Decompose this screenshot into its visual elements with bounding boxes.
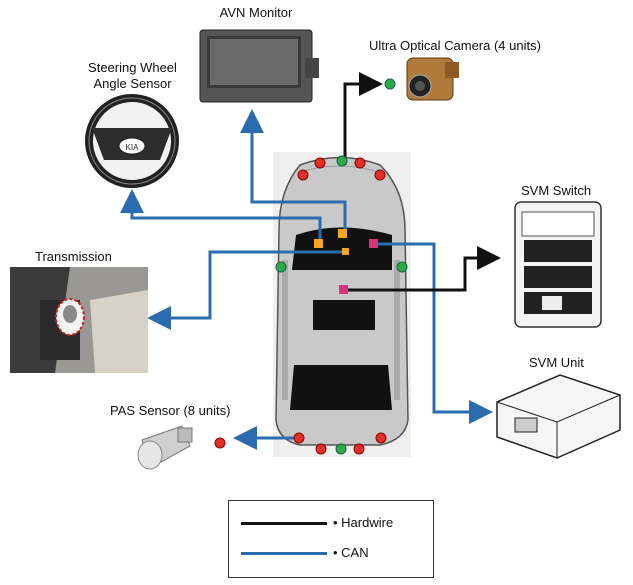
sensor-dot-red xyxy=(297,169,309,181)
legend-hardwire: • Hardwire xyxy=(229,513,433,533)
steering-sensor-label-line2: Angle Sensor xyxy=(93,76,172,91)
can-line-svm-unit xyxy=(374,242,493,424)
sensor-dot-red xyxy=(354,157,366,169)
car-top-view-icon xyxy=(275,156,409,446)
ecu-marker-orange xyxy=(338,229,347,238)
switch-panel-icon xyxy=(514,201,602,328)
svg-text:KIA: KIA xyxy=(126,143,140,152)
sensor-dot-green xyxy=(336,155,348,167)
can-line-avn xyxy=(240,109,347,234)
camera-icon xyxy=(406,57,459,101)
ecu-marker-orange xyxy=(342,248,349,255)
hardwire-line-camera xyxy=(343,72,383,165)
hardwire-connections xyxy=(343,72,501,292)
ecu-marker-magenta xyxy=(339,285,348,294)
sensor-dot-red xyxy=(293,432,305,444)
monitor-icon xyxy=(199,29,319,103)
legend-hardwire-text: • Hardwire xyxy=(333,515,394,530)
can-line-transmission xyxy=(147,250,347,330)
legend-can-swatch xyxy=(241,552,327,555)
sensor-dot-red xyxy=(353,443,365,455)
legend-hardwire-swatch xyxy=(241,522,327,525)
camera-dot-green xyxy=(384,78,396,90)
sensor-dot-red xyxy=(374,169,386,181)
sensor-dot-green xyxy=(396,261,408,273)
transmission-label: Transmission xyxy=(35,249,112,264)
legend-can: • CAN xyxy=(229,543,433,563)
steering-sensor-label-line1: Steering Wheel xyxy=(88,60,177,75)
can-connections xyxy=(120,109,493,450)
sensor-dot-green xyxy=(335,443,347,455)
pas-sensor-label: PAS Sensor (8 units) xyxy=(110,403,231,418)
svm-switch-label: SVM Switch xyxy=(521,183,592,198)
steering-wheel-icon: KIA xyxy=(85,94,179,188)
ecu-box-icon xyxy=(496,374,621,459)
ecu-marker-orange xyxy=(314,239,323,248)
sensor-dot-red xyxy=(315,443,327,455)
sensor-dot-red xyxy=(375,432,387,444)
shifter-icon xyxy=(10,267,148,373)
legend: • Hardwire • CAN xyxy=(228,500,434,578)
svm-unit-label: SVM Unit xyxy=(529,355,584,370)
legend-can-text: • CAN xyxy=(333,545,369,560)
pas-sensor-icon xyxy=(137,425,193,470)
pas-dot-red xyxy=(214,437,226,449)
avn-monitor-label: AVN Monitor xyxy=(219,5,293,20)
sensor-dot-red xyxy=(314,157,326,169)
camera-label: Ultra Optical Camera (4 units) xyxy=(369,38,541,53)
hardwire-line-svm-switch xyxy=(343,246,501,292)
sensor-dot-green xyxy=(275,261,287,273)
can-line-steering xyxy=(120,189,322,244)
ecu-marker-magenta xyxy=(369,239,378,248)
